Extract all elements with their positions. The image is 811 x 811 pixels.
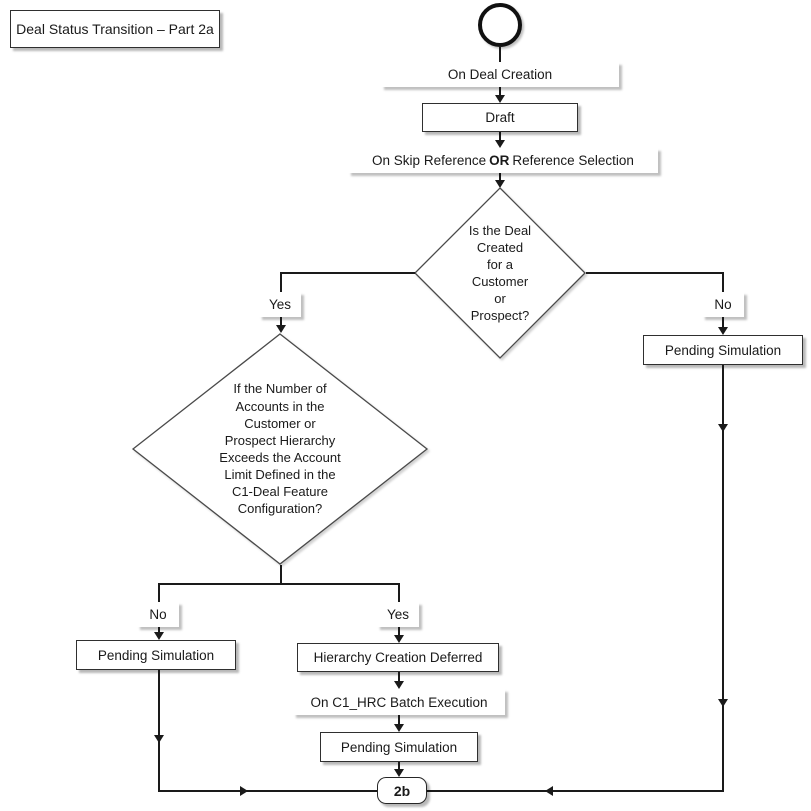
edge-no2-down	[158, 583, 160, 602]
state-pending-simulation-left: Pending Simulation	[76, 640, 236, 670]
edge-diamond2-down	[280, 565, 282, 584]
arrowhead-icon	[394, 769, 404, 777]
arrowhead-icon	[240, 786, 248, 796]
edge-diamond1-no-down	[722, 272, 724, 292]
edge-pending-to-2b	[398, 762, 400, 770]
state-draft: Draft	[422, 103, 578, 132]
start-node-icon	[478, 3, 522, 47]
edge-left-into-2b	[158, 790, 377, 792]
arrowhead-icon	[718, 327, 728, 335]
edge-batch-to-pending	[398, 715, 400, 725]
edge-yes2-down	[398, 583, 400, 602]
state-pending-simulation-right-label: Pending Simulation	[664, 342, 782, 358]
state-pending-simulation-right: Pending Simulation	[643, 335, 803, 365]
edge-pending-right-to-2b	[722, 365, 724, 790]
event-skip-reference: On Skip Reference OR Reference Selection	[348, 148, 658, 173]
arrowhead-icon	[154, 632, 164, 640]
arrowhead-icon	[394, 681, 404, 689]
no-label: No	[714, 297, 732, 312]
state-pending-simulation-bottom-label: Pending Simulation	[340, 739, 458, 755]
edge-no1-to-pending	[722, 317, 724, 328]
edge-start-to-creation	[499, 46, 501, 62]
decision-customer-prospect-shape	[414, 187, 586, 359]
state-hierarchy-creation-deferred-label: Hierarchy Creation Deferred	[313, 650, 483, 665]
diagram-title-box: Deal Status Transition – Part 2a	[10, 10, 220, 48]
arrowhead-icon	[718, 424, 728, 432]
edge-no2-to-pending	[158, 627, 160, 633]
edge-label-no-2: No	[137, 602, 179, 627]
connector-2b-label: 2b	[393, 782, 411, 799]
state-pending-simulation-left-label: Pending Simulation	[97, 647, 215, 663]
edge-diamond2-split	[158, 583, 399, 585]
arrowhead-icon	[154, 735, 164, 743]
event-c1-hrc-batch-label: On C1_HRC Batch Execution	[310, 694, 488, 710]
diagram-title: Deal Status Transition – Part 2a	[16, 21, 214, 37]
edge-creation-to-draft	[499, 87, 501, 96]
no-label: No	[149, 607, 167, 622]
state-hierarchy-creation-deferred: Hierarchy Creation Deferred	[297, 643, 499, 672]
event-c1-hrc-batch: On C1_HRC Batch Execution	[293, 689, 505, 715]
edge-label-yes-2: Yes	[377, 602, 419, 627]
edge-draft-to-skip	[499, 132, 501, 141]
arrowhead-icon	[718, 699, 728, 707]
yes-label: Yes	[386, 607, 410, 622]
yes-label: Yes	[268, 297, 292, 312]
connector-2b: 2b	[377, 777, 427, 804]
state-pending-simulation-bottom: Pending Simulation	[320, 732, 478, 762]
edge-skip-to-diamond1	[499, 173, 501, 181]
event-skip-reference-or: OR	[489, 153, 510, 168]
decision-account-limit-shape	[131, 333, 429, 565]
event-on-deal-creation: On Deal Creation	[381, 62, 619, 87]
edge-hierarchy-to-batch	[398, 672, 400, 682]
edge-label-yes-1: Yes	[259, 292, 301, 317]
edge-diamond1-no	[586, 272, 723, 274]
event-on-deal-creation-label: On Deal Creation	[447, 67, 553, 82]
arrowhead-icon	[495, 180, 505, 188]
arrowhead-icon	[495, 95, 505, 103]
edge-pending-left-down	[158, 670, 160, 791]
edge-yes1-to-diamond2	[280, 317, 282, 326]
arrowhead-icon	[276, 325, 286, 333]
edge-right-into-2b	[427, 790, 724, 792]
edge-diamond1-yes-down	[280, 272, 282, 292]
edge-diamond1-yes	[280, 272, 415, 274]
edge-yes2-to-hierarchy	[398, 627, 400, 636]
event-skip-reference-post: Reference Selection	[512, 153, 634, 168]
event-skip-reference-pre: On Skip Reference	[372, 153, 487, 168]
arrowhead-icon	[545, 786, 553, 796]
state-draft-label: Draft	[485, 110, 515, 125]
arrowhead-icon	[394, 724, 404, 732]
edge-label-no-1: No	[702, 292, 744, 317]
arrowhead-icon	[394, 635, 404, 643]
arrowhead-icon	[495, 140, 505, 148]
